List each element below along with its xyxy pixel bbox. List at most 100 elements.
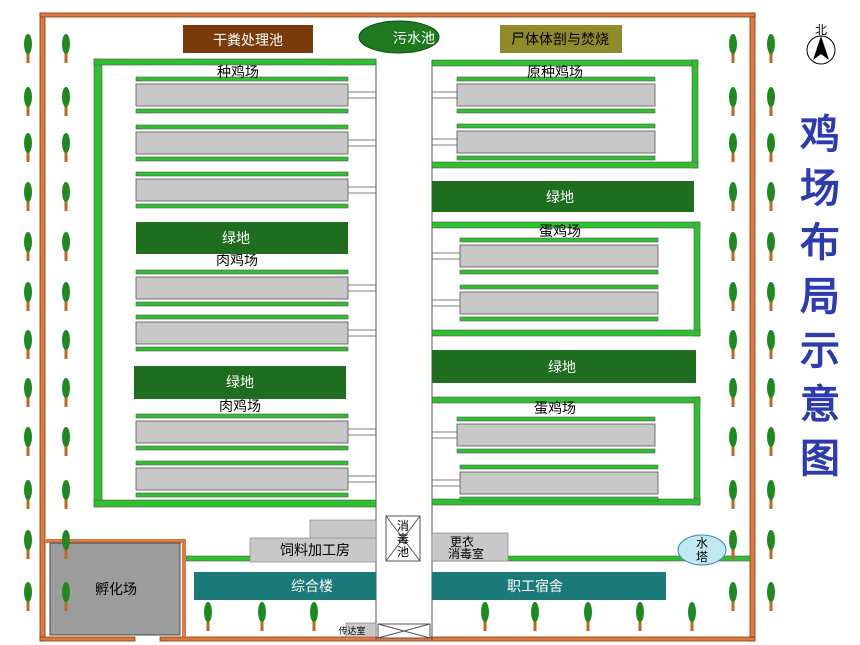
- tree-icon: [729, 582, 737, 611]
- grand-breeder-farm-label: 原种鸡场: [527, 64, 583, 81]
- green-space-left-2: [134, 366, 346, 399]
- tree-icon: [767, 330, 775, 359]
- tree-icon: [584, 602, 592, 631]
- outer-wall: [39, 12, 756, 642]
- compass-label: 北: [815, 23, 827, 37]
- poultry-house: [135, 314, 376, 352]
- guard-room-label: 传达室: [338, 625, 365, 637]
- green-space-right-1: [432, 181, 694, 212]
- breeder-farm-label: 种鸡场: [217, 64, 259, 81]
- tree-icon: [62, 378, 70, 407]
- tree-icon: [767, 182, 775, 211]
- tree-icon: [481, 602, 489, 631]
- dung-treatment-pit: [183, 25, 313, 53]
- title-char: 意: [800, 381, 840, 428]
- left-enclosure: [93, 58, 377, 508]
- tree-icon: [62, 232, 70, 261]
- tree-icon: [767, 480, 775, 509]
- poultry-house: [135, 171, 376, 209]
- tree-icon: [62, 530, 70, 559]
- green-space-left-2-label: 绿地: [226, 375, 254, 391]
- feed-processing-label: 饲料加工房: [280, 543, 350, 559]
- changing-room-label-2: 消毒室: [448, 546, 484, 561]
- green-space-left-1: [136, 222, 348, 254]
- staff-dormitory-label: 职工宿舍: [507, 578, 563, 595]
- tree-icon: [24, 87, 32, 116]
- title-char: 鸡: [800, 111, 840, 158]
- poultry-house: [135, 124, 376, 162]
- poultry-house: [432, 416, 656, 454]
- title-char: 局: [800, 273, 840, 320]
- changing-room-label-1: 更衣: [450, 534, 474, 549]
- tree-icon: [767, 530, 775, 559]
- changing-room: [431, 532, 509, 562]
- sewage-pond-label: 污水池: [393, 31, 435, 47]
- tree-icon: [24, 282, 32, 311]
- tree-icon: [62, 282, 70, 311]
- tree-icon: [531, 602, 539, 631]
- carcass-disposal-label: 尸体体剖与焚烧: [511, 32, 609, 48]
- disinfection-pool-label: 消毒池: [397, 519, 409, 559]
- tree-icon: [729, 182, 737, 211]
- tree-icon: [24, 378, 32, 407]
- tree-icon: [24, 133, 32, 162]
- tree-icon: [729, 330, 737, 359]
- tree-icon: [767, 133, 775, 162]
- main-gate: [377, 623, 431, 639]
- tree-icon: [62, 480, 70, 509]
- tree-icon: [24, 530, 32, 559]
- water-tower-label-2: 塔: [696, 550, 708, 564]
- tree-icon: [62, 87, 70, 116]
- title-char: 图: [800, 435, 840, 482]
- tree-icon: [24, 232, 32, 261]
- tree-icon: [729, 133, 737, 162]
- tree-icon: [767, 232, 775, 261]
- title-char: 布: [800, 219, 840, 266]
- tree-icon: [636, 602, 644, 631]
- disinfection-pool: [385, 515, 421, 562]
- broiler-farm-2-label: 肉鸡场: [219, 398, 261, 415]
- title-char: 场: [800, 165, 840, 212]
- tree-icon: [24, 330, 32, 359]
- poultry-house: [432, 76, 656, 114]
- tree-icon: [729, 34, 737, 63]
- vertical-title: 鸡场布局示意图: [790, 108, 850, 486]
- tree-icon: [729, 427, 737, 456]
- poultry-house: [432, 123, 656, 161]
- complex-building-label: 综合楼: [291, 579, 333, 595]
- broiler-farm-1-label: 肉鸡场: [216, 252, 258, 269]
- tree-icon: [767, 282, 775, 311]
- tree-icon: [204, 602, 212, 631]
- guard-room: [345, 622, 377, 638]
- tree-icon: [62, 427, 70, 456]
- water-tower: [677, 534, 727, 566]
- carcass-disposal: [500, 25, 622, 53]
- tree-icon: [24, 182, 32, 211]
- tree-icon: [767, 34, 775, 63]
- tree-icon: [729, 378, 737, 407]
- tree-icon: [258, 602, 266, 631]
- tree-icon: [767, 87, 775, 116]
- tree-icon: [24, 582, 32, 611]
- hatchery: [49, 542, 181, 636]
- left-poultry-houses: [135, 76, 376, 498]
- feed-processing-building: [249, 519, 377, 563]
- tree-icon: [62, 182, 70, 211]
- green-space-left-1-label: 绿地: [222, 231, 250, 247]
- tree-icon: [688, 602, 696, 631]
- dung-treatment-pit-label: 干粪处理池: [213, 33, 283, 49]
- tree-icon: [62, 330, 70, 359]
- north-compass-icon: [806, 35, 836, 65]
- poultry-house: [432, 464, 659, 502]
- poultry-house: [135, 269, 376, 307]
- tree-icon: [62, 582, 70, 611]
- tree-icon: [62, 133, 70, 162]
- tree-icon: [729, 87, 737, 116]
- tree-icon: [24, 34, 32, 63]
- poultry-house: [432, 284, 659, 322]
- tree-icon: [729, 530, 737, 559]
- staff-dormitory: [432, 572, 666, 600]
- tree-icon: [729, 232, 737, 261]
- poultry-house: [135, 460, 376, 498]
